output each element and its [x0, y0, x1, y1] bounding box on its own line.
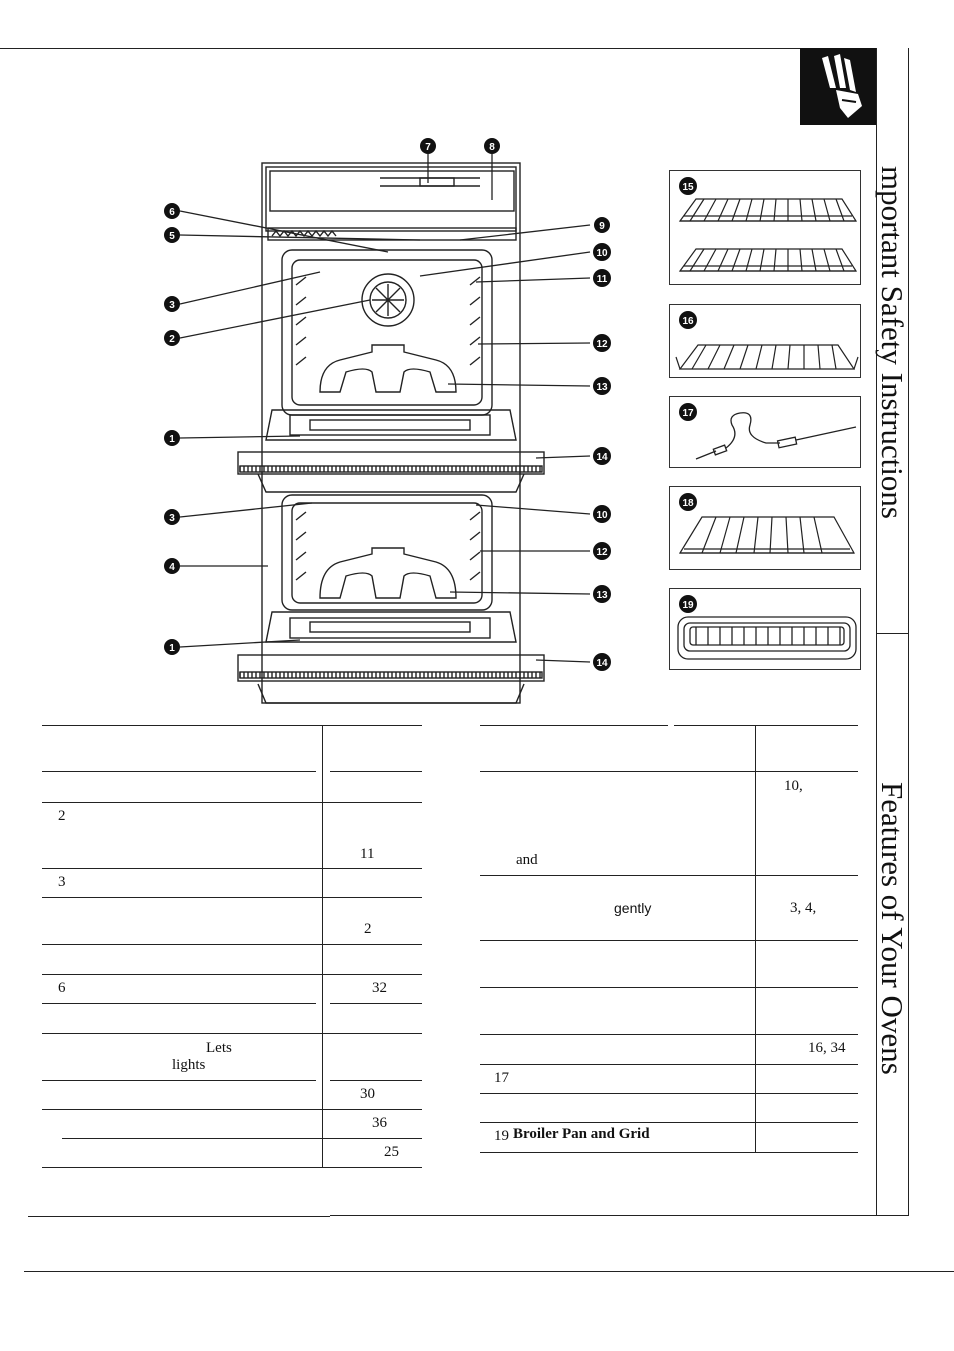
left-row-page-9: 30: [360, 1086, 375, 1102]
callout-14-upper: 14: [593, 447, 611, 465]
callout-7: 7: [420, 138, 436, 154]
accessory-broiler-pan: 19: [669, 588, 861, 670]
accessory-offset-rack: 16: [669, 304, 861, 378]
callout-14-lower: 14: [593, 653, 611, 671]
left-row-label-6: 6: [58, 980, 66, 996]
right-row-label-6: 17: [494, 1070, 509, 1086]
svg-text:5: 5: [169, 231, 175, 242]
svg-text:12: 12: [596, 547, 608, 558]
right-row-page-5: 16, 34: [808, 1040, 846, 1056]
svg-text:7: 7: [425, 142, 431, 153]
svg-text:16: 16: [682, 316, 694, 327]
sidebar-title-features: Features of Your Ovens: [875, 782, 910, 1075]
svg-text:14: 14: [596, 452, 608, 463]
right-row-label-2: gently: [614, 900, 652, 916]
svg-text:10: 10: [596, 510, 608, 521]
callout-10-lower: 10: [593, 505, 611, 523]
svg-text:1: 1: [169, 643, 175, 654]
sidebar-rule-left: [876, 48, 877, 1216]
svg-text:4: 4: [169, 562, 175, 573]
callout-12-upper: 12: [593, 334, 611, 352]
left-row-page-6: 32: [372, 980, 387, 996]
left-row-page-2: 11: [360, 846, 375, 862]
left-row-label-3: 3: [58, 874, 66, 890]
accessory-meat-probe: 17: [669, 396, 861, 468]
callout-1-lower: 1: [164, 639, 180, 655]
accessory-roasting-rack: 18: [669, 486, 861, 570]
left-row-page-10: 36: [372, 1115, 387, 1131]
callout-11: 11: [593, 269, 611, 287]
callout-8: 8: [484, 138, 500, 154]
svg-text:6: 6: [169, 207, 175, 218]
svg-text:10: 10: [596, 248, 608, 259]
callout-5: 5: [164, 227, 180, 243]
svg-text:12: 12: [596, 339, 608, 350]
sidebar-divider: [876, 633, 908, 634]
callout-6: 6: [164, 203, 180, 219]
callout-4: 4: [164, 558, 180, 574]
callout-12-lower: 12: [593, 542, 611, 560]
svg-text:17: 17: [682, 408, 694, 419]
svg-text:19: 19: [682, 600, 694, 611]
svg-text:1: 1: [169, 434, 175, 445]
svg-text:8: 8: [489, 142, 495, 153]
svg-text:11: 11: [597, 274, 608, 285]
svg-text:3: 3: [169, 300, 175, 311]
pointing-hand-icon: [800, 48, 876, 125]
sidebar-title-safety: mportant Safety Instructions: [875, 166, 910, 519]
left-row-label-8: Lets: [206, 1040, 232, 1056]
sidebar-rule-right: [908, 48, 909, 1216]
oven-diagram: 6 5 3 2 1 3 4 1 7 8 9 10 11 12 13 14 10 …: [164, 138, 611, 704]
svg-text:3: 3: [169, 513, 175, 524]
callout-2: 2: [164, 330, 180, 346]
left-row-page-11: 25: [384, 1144, 399, 1160]
callout-13-upper: 13: [593, 377, 611, 395]
callout-3-lower: 3: [164, 509, 180, 525]
callout-9: 9: [594, 217, 610, 233]
right-row-page-2: 3, 4,: [790, 900, 817, 916]
top-rule: [0, 48, 876, 49]
svg-text:18: 18: [682, 498, 694, 509]
left-row-label-8b: lights: [172, 1057, 206, 1073]
left-row-page-4: 2: [364, 921, 372, 937]
right-row-num-8: 19: [494, 1128, 509, 1144]
svg-text:2: 2: [169, 334, 175, 345]
accessory-oven-racks: 15: [669, 170, 861, 285]
right-row-label-1: and: [516, 852, 538, 868]
bottom-rule-2: [24, 1271, 954, 1272]
svg-text:13: 13: [596, 382, 608, 393]
svg-text:14: 14: [596, 658, 608, 669]
bottom-rule-1b: [330, 1215, 908, 1216]
callout-13-lower: 13: [593, 585, 611, 603]
svg-text:13: 13: [596, 590, 608, 601]
right-row-label-8: Broiler Pan and Grid: [513, 1126, 650, 1142]
left-row-label-2: 2: [58, 808, 66, 824]
callout-3-upper: 3: [164, 296, 180, 312]
callout-1-upper: 1: [164, 430, 180, 446]
bottom-rule-1: [28, 1216, 330, 1217]
right-row-page-1: 10,: [784, 778, 803, 794]
svg-text:15: 15: [682, 182, 694, 193]
svg-text:9: 9: [599, 221, 605, 232]
callout-10-upper: 10: [593, 243, 611, 261]
